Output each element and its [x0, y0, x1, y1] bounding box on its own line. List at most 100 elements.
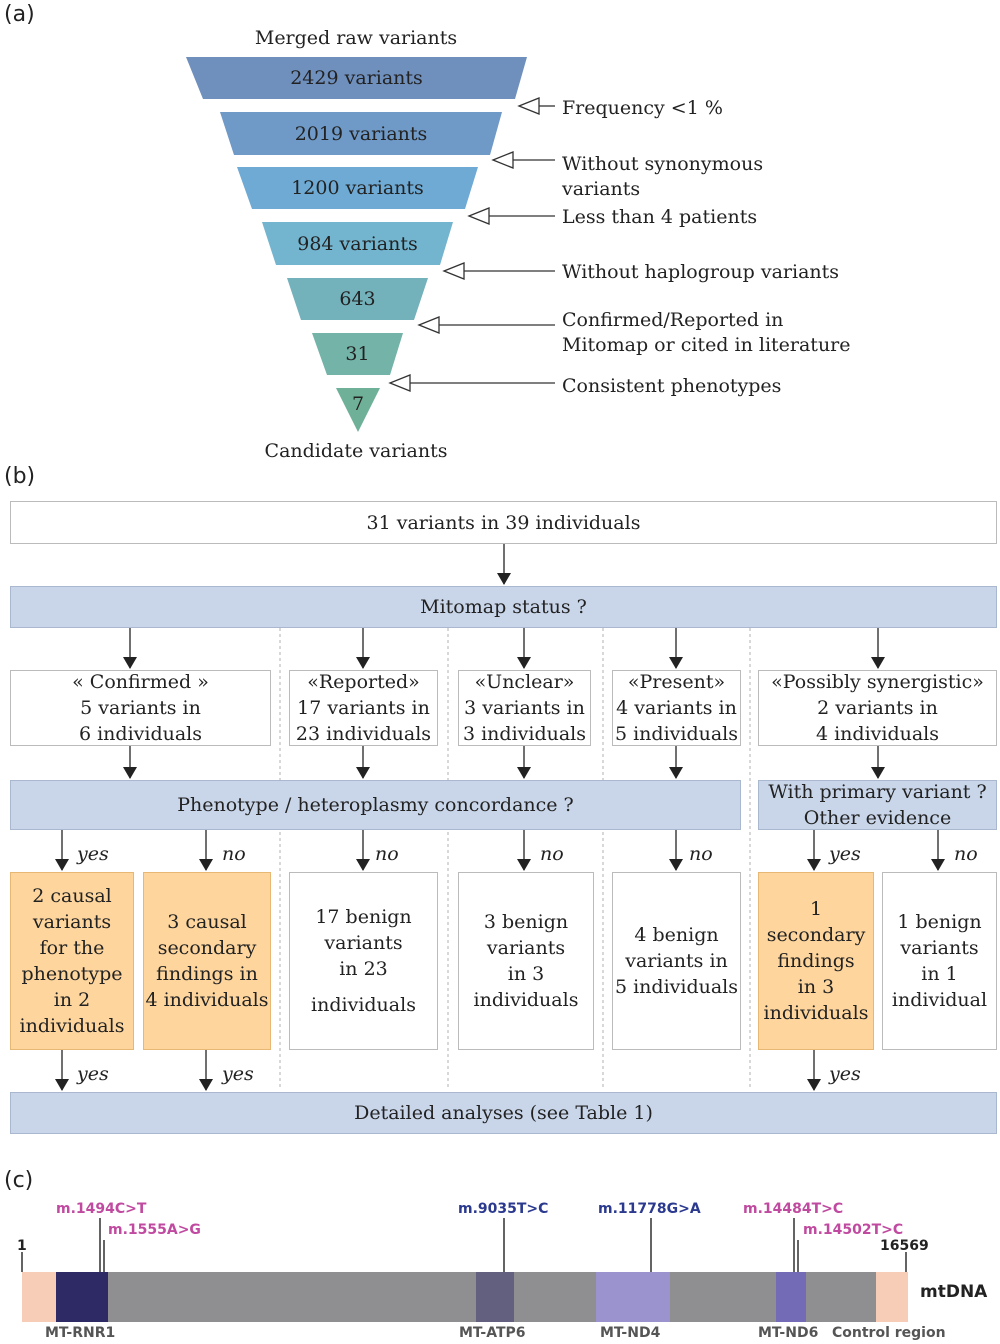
funnel-level: [312, 333, 403, 375]
funnel-level-label: 2019 variants: [294, 122, 428, 145]
funnel-level-label: 2429 variants: [290, 67, 423, 89]
outcome-line: findings in: [156, 963, 258, 985]
gene-label: MT-ATP6: [459, 1325, 526, 1341]
filter-line: Less than 4 patients: [562, 206, 758, 228]
variant-label: m.9035T>C: [458, 1201, 549, 1217]
outcome-line: in 2: [53, 989, 91, 1011]
mtdna-track-label: mtDNA: [920, 1282, 988, 1302]
gene-control-region: [876, 1272, 908, 1322]
concordance-bar: Phenotype / heteroplasmy concordance ?: [10, 780, 741, 830]
outcome-line: variants: [324, 932, 403, 954]
category-count: 4 variants in: [616, 697, 737, 719]
outcome-line: variants: [486, 937, 566, 959]
outcome-line: 17 benign: [315, 906, 412, 928]
no-label: no: [954, 843, 978, 865]
outcome-line: 5 individuals: [614, 976, 739, 998]
mtdna-start-position: 1: [17, 1238, 27, 1254]
outcome-causal-variants: 2 causal variants for the phenotype in 2…: [10, 872, 134, 1050]
funnel-level-label: 31: [345, 343, 370, 365]
filter-arrowhead: [491, 151, 514, 169]
category-title: «Present»: [627, 671, 726, 693]
mitomap-status-text: Mitomap status ?: [420, 596, 587, 618]
outcome-line: individuals: [763, 1002, 869, 1024]
outcome-line: secondary: [157, 937, 257, 959]
detailed-analyses-text: Detailed analyses (see Table 1): [354, 1102, 653, 1124]
category-individuals: 5 individuals: [614, 723, 739, 745]
outcome-line: 4 benign: [634, 924, 719, 946]
outcome-line: individuals: [19, 1015, 125, 1037]
outcome-line: 2 causal: [32, 885, 112, 907]
mtdna-end-position: 16569: [880, 1238, 929, 1254]
yes-label: yes: [77, 1063, 109, 1085]
concordance-text: Phenotype / heteroplasmy concordance ?: [177, 794, 574, 816]
category-title: « Confirmed »: [72, 671, 209, 693]
panel-b-label: (b): [4, 464, 36, 489]
variants-summary-box: 31 variants in 39 individuals: [10, 501, 997, 544]
category-count: 5 variants in: [80, 697, 201, 719]
outcome-benign-present: 4 benign variants in 5 individuals: [612, 872, 741, 1050]
variant-label: m.14484T>C: [743, 1201, 844, 1217]
funnel-level-label: 1200 variants: [291, 177, 424, 199]
filter-criterion: Consistent phenotypes: [562, 374, 781, 399]
funnel-level-label: 984 variants: [297, 232, 418, 255]
outcome-line: in 23: [339, 958, 388, 980]
outcome-line: in 3: [797, 976, 835, 998]
yes-label: yes: [829, 1063, 861, 1085]
detailed-analyses-bar: Detailed analyses (see Table 1): [10, 1092, 997, 1134]
yes-label: yes: [222, 1063, 254, 1085]
filter-line: variants: [562, 178, 641, 200]
variant-label: m.1494C>T: [56, 1201, 147, 1217]
primary-variant-question: With primary variant ?: [768, 781, 987, 803]
yes-label: yes: [829, 843, 861, 865]
filter-arrowhead: [467, 207, 490, 225]
filter-criterion: Less than 4 patients: [562, 205, 757, 230]
category-title: «Possibly synergistic»: [771, 671, 984, 693]
variant-label: m.14502T>C: [803, 1222, 904, 1238]
outcome-line: findings: [777, 950, 855, 972]
category-unclear: «Unclear» 3 variants in 3 individuals: [458, 670, 591, 746]
category-possibly-synergistic: «Possibly synergistic» 2 variants in 4 i…: [758, 670, 997, 746]
no-label: no: [375, 843, 399, 865]
funnel-bottom-caption: Candidate variants: [264, 440, 448, 462]
outcome-line: for the: [39, 937, 105, 959]
outcome-secondary-findings: 1 secondary findings in 3 individuals: [758, 872, 874, 1050]
outcome-line: in 3: [507, 963, 545, 985]
funnel-diagram: [186, 57, 555, 432]
funnel-level-label: 643: [339, 288, 376, 310]
variant-label: m.11778G>A: [598, 1201, 701, 1217]
funnel-level: [237, 167, 478, 209]
outcome-benign-synergistic: 1 benign variants in 1 individual: [882, 872, 997, 1050]
filter-criterion: Without haplogroup variants: [562, 260, 839, 285]
filter-arrowhead: [517, 97, 540, 115]
category-title: «Reported»: [307, 671, 420, 693]
gene-mt-nd4: [596, 1272, 670, 1322]
category-individuals: 6 individuals: [78, 723, 203, 745]
filter-criterion: Frequency <1 %: [562, 96, 723, 121]
outcome-line: 1 benign: [897, 911, 982, 933]
category-count: 2 variants in: [817, 697, 938, 719]
no-label: no: [222, 843, 246, 865]
category-individuals: 4 individuals: [815, 723, 940, 745]
outcome-line: in 1: [921, 963, 958, 985]
panel-c-label: (c): [4, 1168, 34, 1193]
category-individuals: 3 individuals: [462, 723, 587, 745]
category-individuals: 23 individuals: [295, 723, 432, 745]
outcome-causal-secondary: 3 causal secondary findings in 4 individ…: [143, 872, 271, 1050]
gene-label: MT-ND4: [600, 1325, 661, 1341]
filter-arrowhead: [442, 262, 465, 280]
outcome-line: 3 benign: [483, 911, 569, 933]
column-separators: [279, 628, 751, 1090]
gene-label: MT-ND6: [758, 1325, 819, 1341]
gene-mt-rnr1: [56, 1272, 108, 1322]
outcome-line: variants in: [625, 950, 728, 972]
category-count: 17 variants in: [297, 697, 430, 719]
yes-label: yes: [77, 843, 109, 865]
mtdna-map: [21, 1218, 908, 1322]
funnel-top-caption: Merged raw variants: [254, 27, 458, 49]
mtdna-track: [22, 1272, 908, 1322]
gene-label: MT-RNR1: [45, 1325, 116, 1341]
filter-line: Consistent phenotypes: [562, 375, 782, 397]
outcome-benign-reported: 17 benign variants in 23 individuals: [289, 872, 438, 1050]
no-label: no: [540, 843, 564, 865]
